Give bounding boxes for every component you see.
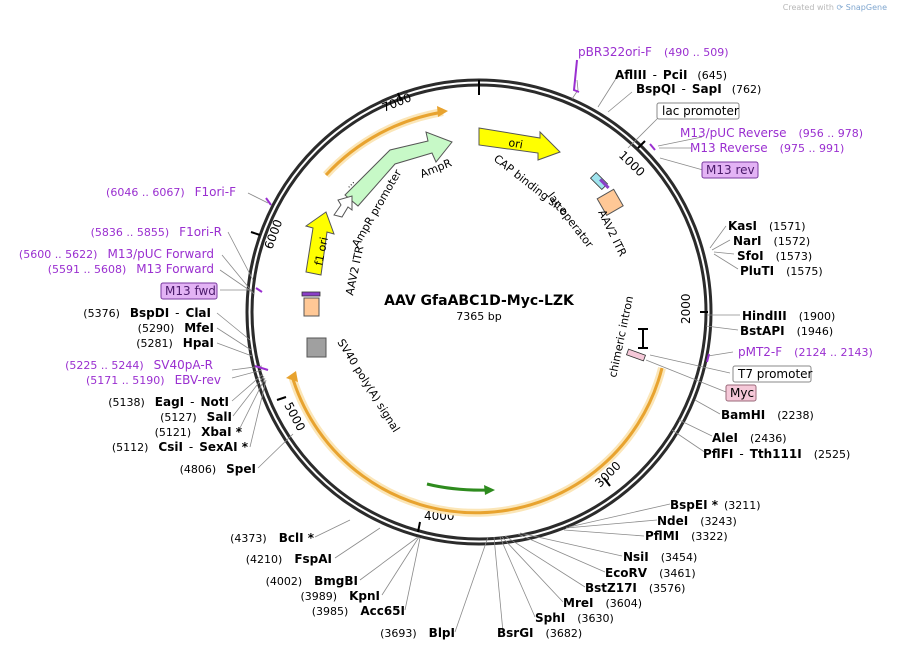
- enzyme-aleI[interactable]: AleI(2436): [712, 431, 787, 445]
- right-itr-box: [596, 188, 624, 216]
- enzyme-xbaI[interactable]: (5121)XbaI *: [155, 425, 243, 439]
- primer-f1ori-f[interactable]: (6046 .. 6067)F1ori-F: [106, 185, 236, 199]
- enzyme-salI[interactable]: (5127)SalI: [160, 410, 232, 424]
- lac-promoter-label[interactable]: lac promoter: [662, 104, 739, 118]
- enzyme-kasI[interactable]: KasI(1571): [728, 219, 806, 233]
- myc-label[interactable]: Myc: [730, 386, 754, 400]
- m13-rev-box: [701, 161, 759, 179]
- primer-ebv-rev[interactable]: (5171 .. 5190)EBV-rev: [86, 373, 221, 387]
- tick-label-2000: 2000: [679, 293, 693, 324]
- sv40-polya-box: [306, 337, 327, 358]
- enzyme-fspAI[interactable]: (4210)FspAI: [246, 552, 332, 566]
- primer-m13-reverse[interactable]: M13 Reverse(975 .. 991): [690, 141, 844, 155]
- upper-orange-arc: [324, 110, 444, 177]
- f1-ori-label: f1 ori: [312, 236, 331, 267]
- credit-brand: SnapGene: [845, 3, 887, 12]
- m13-fwd-box: [160, 282, 218, 300]
- enzyme-bamHI[interactable]: BamHI(2238): [721, 408, 814, 422]
- snapgene-credit: Created with ⟳ SnapGene: [783, 3, 887, 12]
- enzyme-eagI[interactable]: (5138)EagI-NotI: [108, 395, 229, 409]
- enzyme-ecoRV[interactable]: EcoRV(3461): [605, 566, 696, 580]
- enzyme-pflMI[interactable]: PflMI(3322): [645, 529, 728, 543]
- primer-m13-puc-reverse[interactable]: M13/pUC Reverse(956 .. 978): [680, 126, 863, 140]
- right-primer-site-mark: [599, 178, 610, 189]
- left-primer-site-mark: [301, 291, 321, 297]
- ampr-feature: [344, 131, 453, 207]
- primer-pmt2-f[interactable]: pMT2-F(2124 .. 2143): [738, 345, 873, 359]
- plasmid-name: AAV GfaABC1D-Myc-LZK: [384, 293, 575, 309]
- ampr-promoter-feature: [333, 195, 353, 218]
- leader-lines: [216, 76, 740, 633]
- m13-fwd-label[interactable]: M13 fwd: [165, 284, 216, 298]
- f1-ori-feature: [304, 211, 335, 276]
- enzyme-speI[interactable]: (4806)SpeI: [180, 462, 256, 476]
- left-aav2-itr-label: AAV2 ITR: [343, 244, 366, 296]
- enzyme-nsiI[interactable]: NsiI(3454): [623, 550, 697, 564]
- enzyme-sphI[interactable]: SphI(3630): [535, 611, 614, 625]
- primer-sv40pa-r[interactable]: (5225 .. 5244)SV40pA-R: [65, 358, 213, 372]
- orf-arrowhead: [286, 371, 298, 382]
- lac-promoter-box: [656, 102, 740, 120]
- primer-f1ori-r[interactable]: (5836 .. 5855)F1ori-R: [91, 225, 222, 239]
- myc-tag-mark: [626, 348, 646, 362]
- orf-arc: [290, 367, 664, 515]
- chimeric-intron-label: chimeric intron: [606, 295, 636, 379]
- sv40-label: SV40 poly(A) signal: [334, 337, 402, 435]
- upper-orange-arrowhead: [437, 106, 448, 117]
- ori-label: ori: [507, 136, 523, 151]
- enzyme-hpaI[interactable]: (5281)HpaI: [136, 336, 214, 350]
- enzyme-bmgBI[interactable]: (4002)BmgBI: [266, 574, 358, 588]
- tick-marks: [250, 80, 708, 533]
- enzyme-sfoI[interactable]: SfoI(1573): [737, 249, 812, 263]
- enzyme-bstZ17I[interactable]: BstZ17I(3576): [585, 581, 685, 595]
- enzyme-blpI[interactable]: (3693)BlpI: [380, 626, 455, 640]
- primer-site-markers: [254, 59, 710, 371]
- left-itr-box: [303, 297, 320, 317]
- primer-m13-forward[interactable]: (5591 .. 5608)M13 Forward: [48, 262, 214, 276]
- enzyme-bstAPI[interactable]: BstAPI(1946): [740, 324, 833, 338]
- enzyme-narI[interactable]: NarI(1572): [733, 234, 810, 248]
- enzyme-aflIII[interactable]: AflIII-PciI(645): [615, 68, 727, 82]
- enzyme-hindIII[interactable]: HindIII(1900): [742, 309, 835, 323]
- enzyme-bspQI[interactable]: BspQI-SapI(762): [636, 82, 761, 96]
- enzyme-mfeI[interactable]: (5290)MfeI: [138, 321, 214, 335]
- enzyme-ndeI[interactable]: NdeI(3243): [657, 514, 737, 528]
- credit-prefix: Created with: [782, 3, 834, 12]
- right-aav2-itr-label: AAV2 ITR: [595, 208, 629, 259]
- t7-promoter-box: [732, 365, 812, 383]
- tick-label-7000: 7000: [380, 90, 414, 114]
- enzyme-pluTI[interactable]: PluTI(1575): [740, 264, 823, 278]
- enzyme-bsrGI[interactable]: BsrGI(3682): [497, 626, 582, 640]
- enzyme-mreI[interactable]: MreI(3604): [563, 596, 642, 610]
- enzyme-bspEI[interactable]: BspEI *(3211): [670, 498, 761, 512]
- green-orf-arc: [426, 482, 491, 492]
- enzyme-pflFI[interactable]: PflFI-Tth111I(2525): [703, 447, 850, 461]
- enzyme-acc65I[interactable]: (3985)Acc65I: [312, 604, 405, 618]
- lac-operator-mark: [589, 171, 609, 191]
- snapgene-logo-icon: ⟳: [836, 3, 844, 12]
- primer-m13-puc-forward[interactable]: (5600 .. 5622)M13/pUC Forward: [19, 247, 214, 261]
- lac-operator-label: lac operator: [545, 190, 597, 251]
- enzyme-kpnI[interactable]: (3989)KpnI: [301, 589, 380, 603]
- enzyme-bclI[interactable]: (4373)BclI *: [230, 531, 315, 545]
- green-orf-arrowhead: [484, 485, 495, 495]
- enzyme-csiI[interactable]: (5112)CsiI-SexAI *: [112, 440, 249, 454]
- myc-box: [725, 384, 757, 402]
- plasmid-size: 7365 bp: [456, 310, 501, 323]
- enzyme-bspDI[interactable]: (5376)BspDI-ClaI: [83, 306, 211, 320]
- chimeric-intron-mark: [638, 328, 648, 349]
- t7-promoter-label[interactable]: T7 promoter: [737, 367, 813, 381]
- m13-rev-label[interactable]: M13 rev: [706, 163, 755, 177]
- ori-feature: [478, 127, 561, 161]
- primer-pbr322ori-f[interactable]: pBR322ori-F(490 .. 509): [578, 45, 729, 59]
